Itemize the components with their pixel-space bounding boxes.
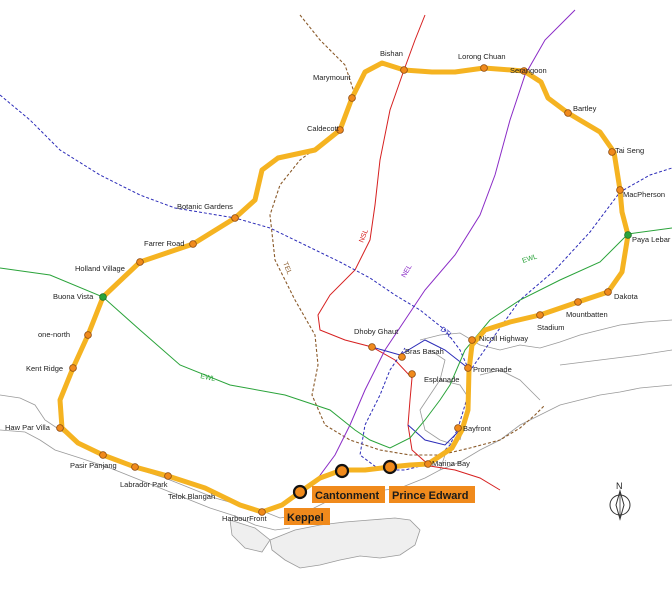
label-one-north: one-north: [38, 330, 70, 339]
dtl-line: [0, 94, 672, 471]
label-tai-seng: Tai Seng: [615, 146, 644, 155]
label-botanic-gardens: Botanic Gardens: [177, 202, 233, 211]
label-paya-lebar: Paya Lebar: [632, 235, 671, 244]
cantonment-marker: [334, 463, 350, 479]
label-macpherson: MacPherson: [623, 190, 665, 199]
label-esplanade: Esplanade: [424, 375, 459, 384]
label-farrer-road: Farrer Road: [144, 239, 184, 248]
label-haw-par-villa: Haw Par Villa: [5, 423, 51, 432]
keppel-label: Keppel: [287, 512, 324, 524]
prince-edward-label-box: [389, 486, 475, 503]
label-marymount: Marymount: [313, 73, 351, 82]
keppel-label-box: [284, 508, 330, 525]
ewl-line: [0, 227, 672, 449]
prince-edward-marker: [382, 459, 398, 475]
interchange-markers: [99, 231, 632, 301]
tel-line: [269, 14, 546, 456]
station-labels: Bishan Marymount Caldecott Lorong Chuan …: [5, 49, 671, 523]
label-holland-village: Holland Village: [75, 264, 125, 273]
label-dakota: Dakota: [614, 292, 639, 301]
label-marina-bay: Marina Bay: [432, 459, 470, 468]
tel-label: TEL: [281, 261, 292, 276]
label-pasir-panjang: Pasir Panjang: [70, 461, 117, 470]
label-bishan: Bishan: [380, 49, 403, 58]
label-harbourfront: HarbourFront: [222, 514, 268, 523]
label-bras-basah: Bras Basah: [405, 347, 444, 356]
new-station-markers: [292, 459, 398, 500]
label-buona-vista: Buona Vista: [53, 292, 94, 301]
ccl-line: [57, 60, 631, 515]
ccl-stations: [56, 64, 624, 516]
label-stadium: Stadium: [537, 323, 565, 332]
label-nicoll-highway: Nicoll Highway: [479, 334, 528, 343]
label-mountbatten: Mountbatten: [566, 310, 608, 319]
label-bartley: Bartley: [573, 104, 597, 113]
coastline: [0, 319, 672, 569]
ewl-label-east: EWL: [521, 254, 538, 265]
prince-edward-label: Prince Edward: [392, 490, 468, 502]
north-arrow-icon: N: [609, 481, 631, 521]
dtl-solid: [371, 339, 469, 446]
ewl-label-west: EWL: [200, 373, 216, 383]
label-dhoby-ghaut: Dhoby Ghaut: [354, 327, 399, 336]
label-kent-ridge: Kent Ridge: [26, 364, 63, 373]
label-promenade: Promenade: [473, 365, 512, 374]
cantonment-label-box: [312, 486, 385, 503]
nel-line: [299, 9, 576, 493]
cantonment-label: Cantonment: [315, 490, 380, 502]
label-telok-blangah: Telok Blangah: [168, 492, 215, 501]
label-serangoon: Serangoon: [510, 66, 547, 75]
label-labrador-park: Labrador Park: [120, 480, 168, 489]
keppel-marker: [292, 484, 308, 500]
nsl-label: NSL: [358, 228, 370, 243]
svg-text:N: N: [616, 481, 623, 491]
label-lorong-chuan: Lorong Chuan: [458, 52, 506, 61]
nsl-line: [317, 14, 501, 491]
nel-label: NEL: [401, 264, 414, 279]
label-bayfront: Bayfront: [463, 424, 492, 433]
label-caldecott: Caldecott: [307, 124, 340, 133]
